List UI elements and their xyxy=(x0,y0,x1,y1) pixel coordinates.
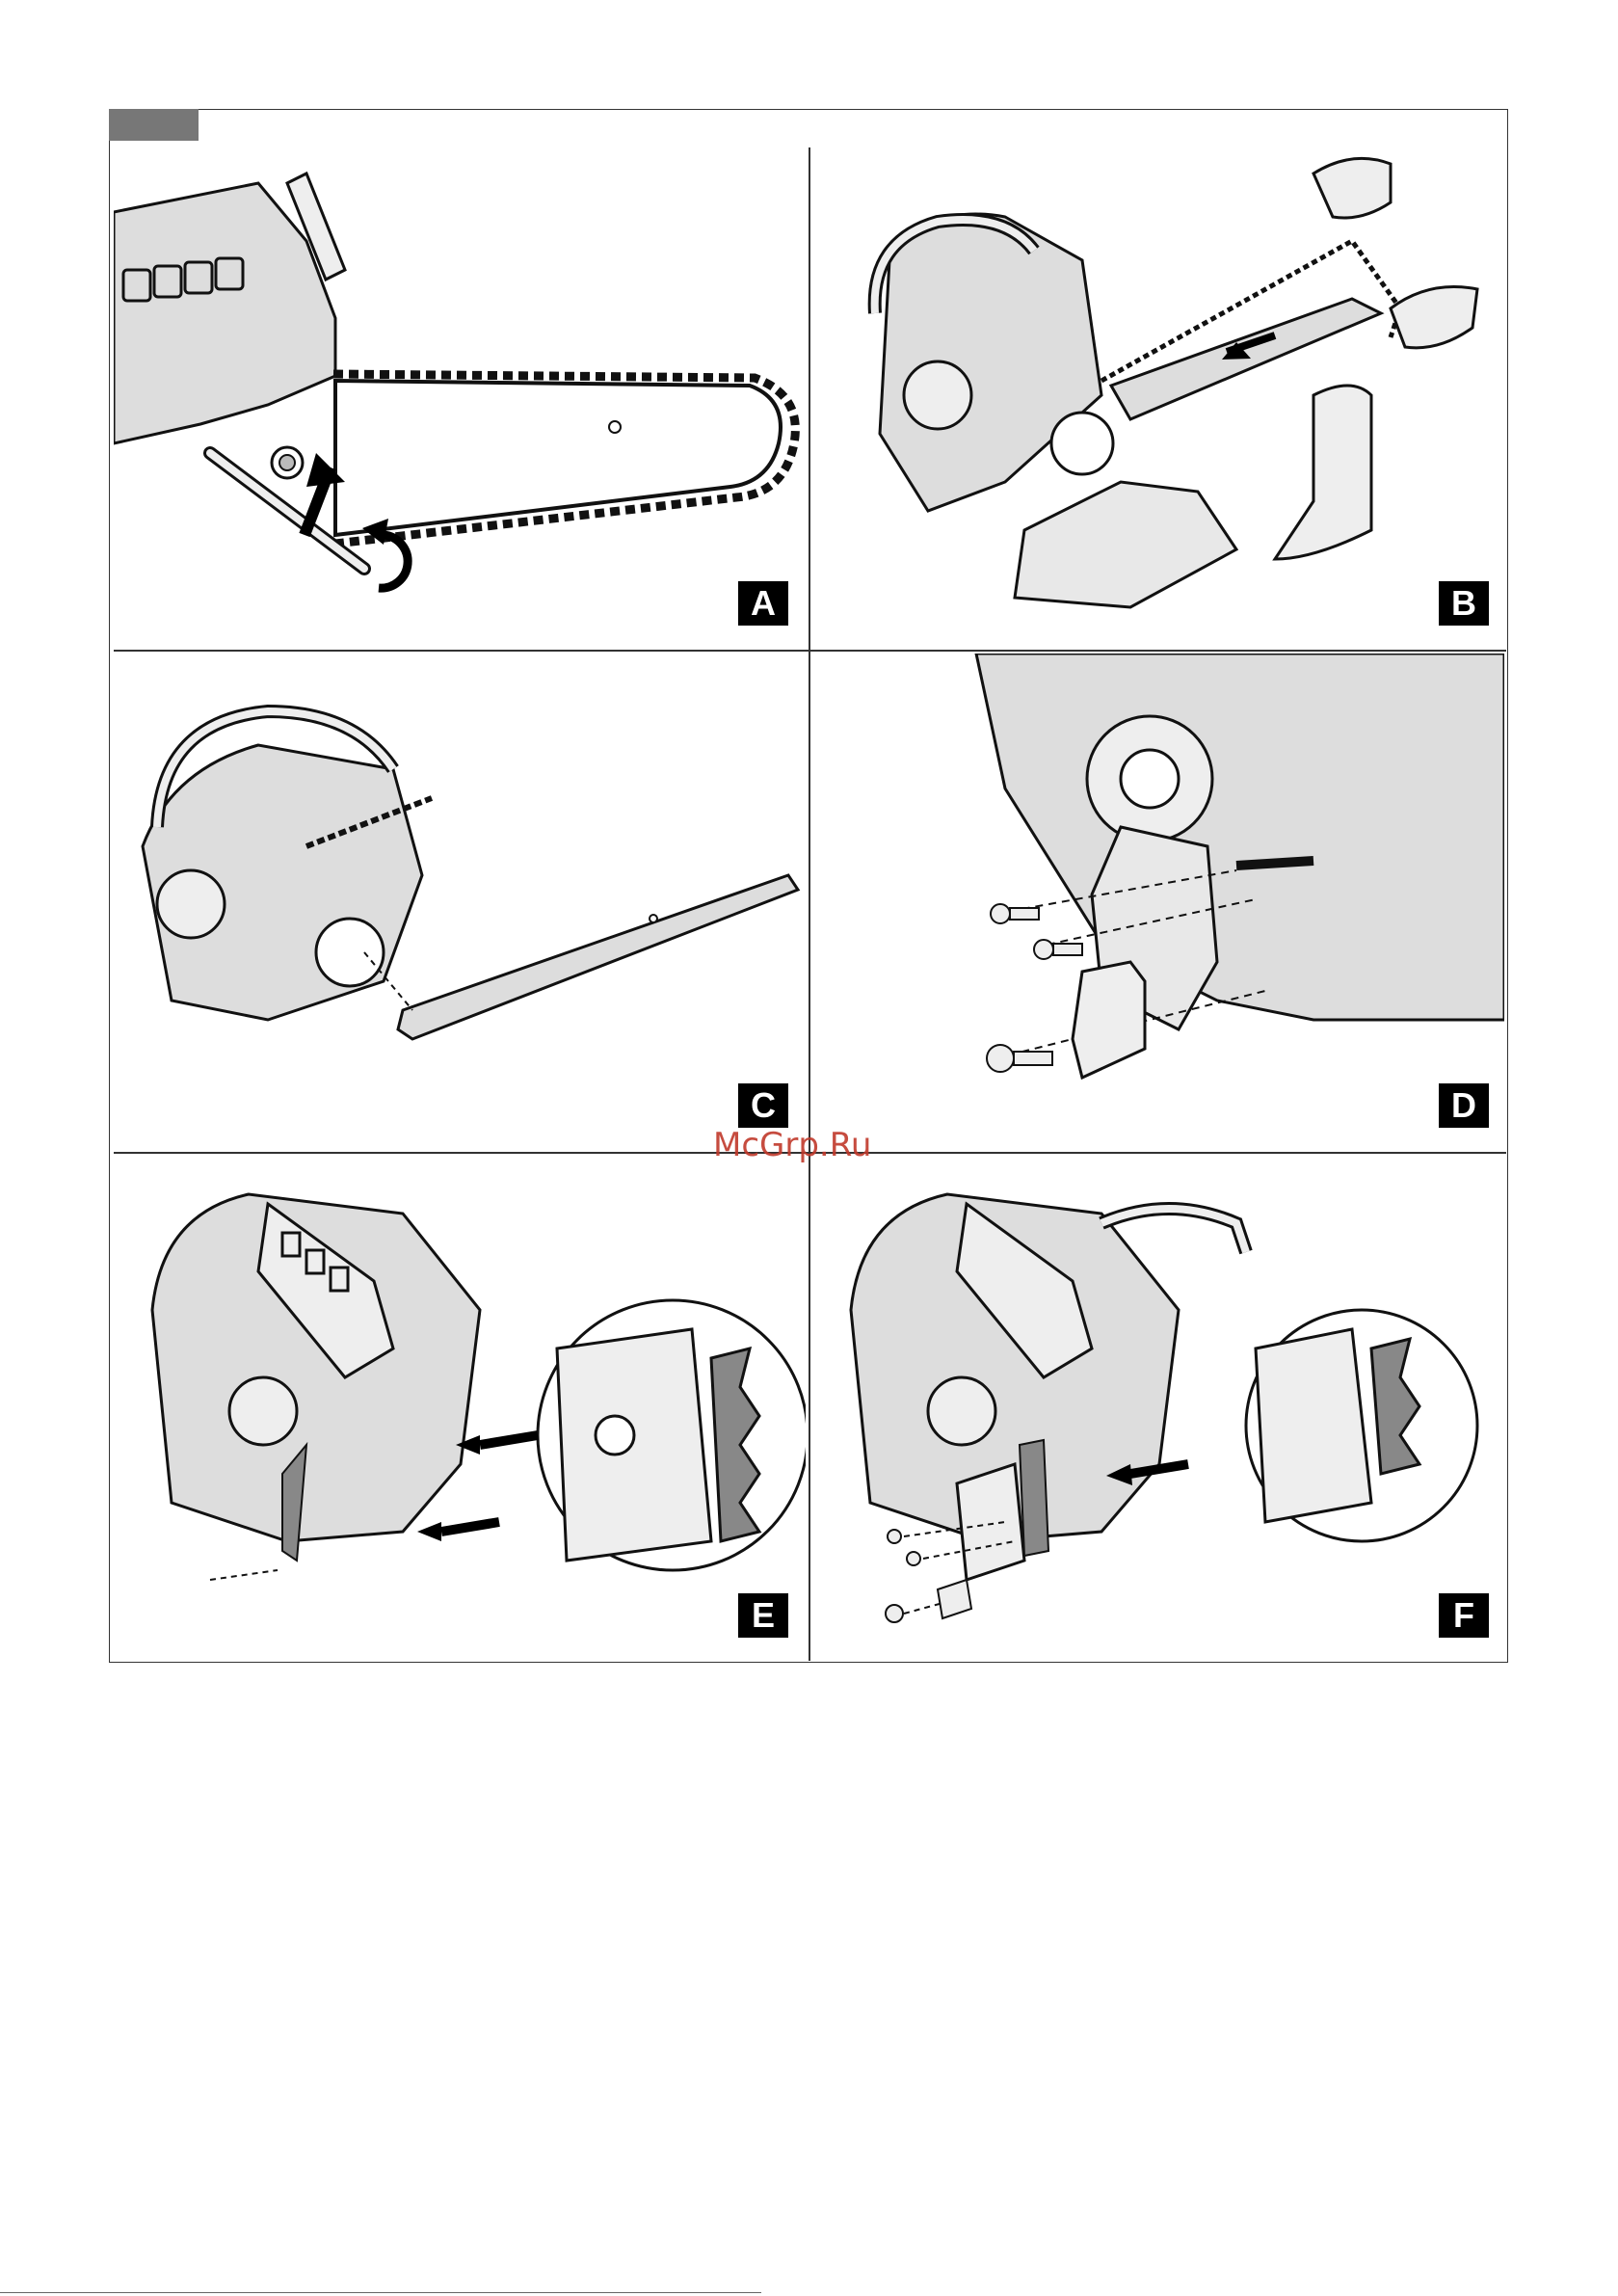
panel-f-label: F xyxy=(1439,1593,1489,1638)
panel-divider-vertical xyxy=(809,147,810,1661)
panel-f-illustration xyxy=(812,1156,1504,1659)
panel-a-label: A xyxy=(738,581,788,626)
panel-b-label: B xyxy=(1439,581,1489,626)
panel-e-label: E xyxy=(738,1593,788,1638)
panel-b-illustration xyxy=(812,145,1504,646)
panel-a-illustration xyxy=(114,154,806,646)
panel-c-illustration xyxy=(114,654,806,1149)
panel-e-illustration xyxy=(114,1156,806,1659)
panel-c-label: C xyxy=(738,1083,788,1128)
panel-d-illustration xyxy=(812,654,1504,1149)
watermark-text: McGrp.Ru xyxy=(713,1126,871,1164)
panel-divider-row1 xyxy=(114,650,1506,652)
footer-rule xyxy=(0,2292,761,2293)
section-tab xyxy=(109,109,199,141)
panel-d-label: D xyxy=(1439,1083,1489,1128)
